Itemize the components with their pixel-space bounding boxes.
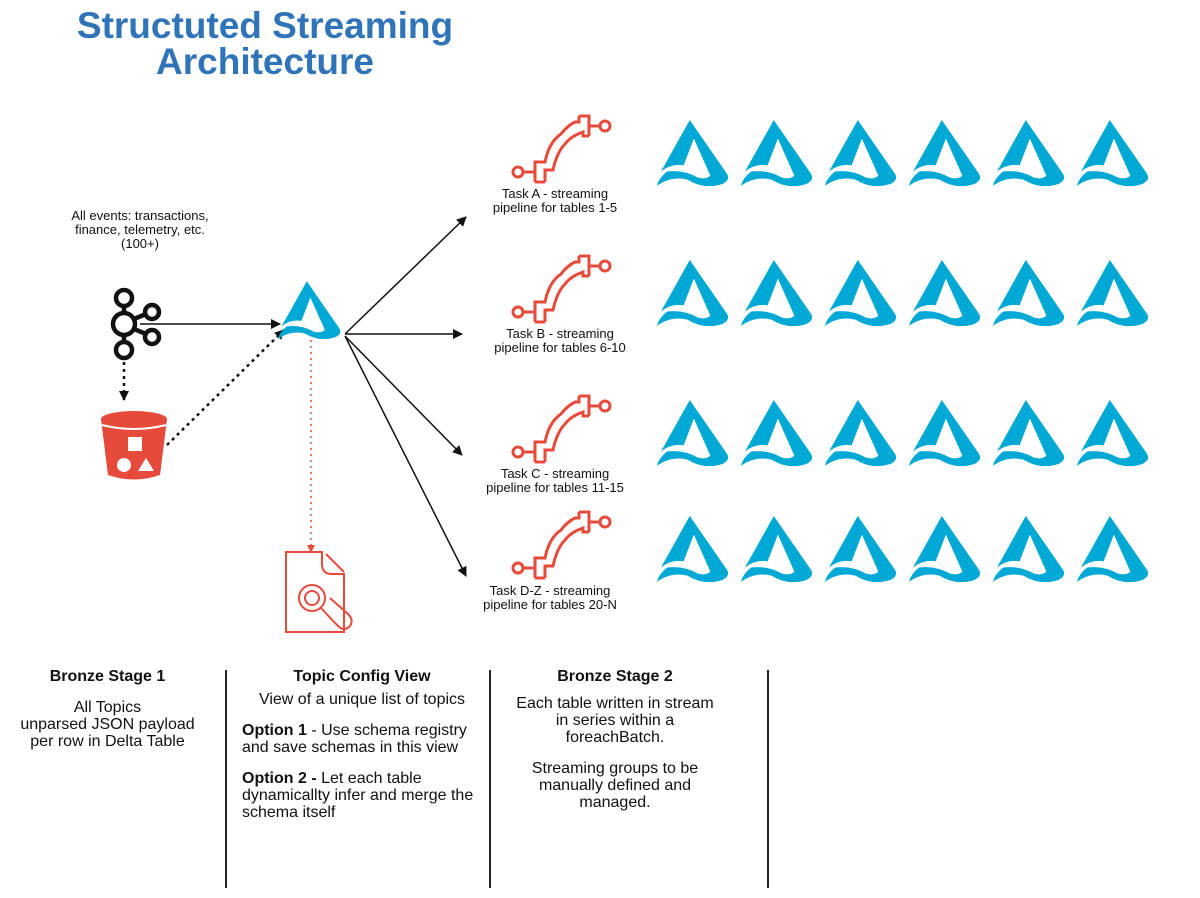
delta-table-icon [908, 260, 981, 327]
delta-table-icon [908, 120, 981, 187]
task-a-label: Task A - streaming pipeline for tables 1… [455, 187, 655, 215]
task-b-label: Task B - streaming pipeline for tables 6… [460, 327, 660, 355]
delta-table-icon [656, 120, 729, 187]
column-bronze-stage-2: Bronze Stage 2 Each table written in str… [510, 668, 720, 825]
column-intro: View of a unique list of topics [258, 691, 466, 708]
task-d-label: Task D-Z - streaming pipeline for tables… [450, 584, 650, 612]
column-topic-config-view: Topic Config View View of a unique list … [242, 668, 482, 835]
column-bronze-stage-1: Bronze Stage 1 All Topics unparsed JSON … [0, 668, 215, 750]
s3-to-delta-arrow [166, 329, 285, 446]
delta-table-icon [740, 516, 813, 583]
pipeline-icon-task-c [511, 394, 612, 464]
delta-table-icon [824, 516, 897, 583]
pipeline-icon-task-d [511, 510, 612, 580]
delta-to-task-d-arrow [344, 335, 467, 577]
delta-table-icon [740, 400, 813, 467]
column-divider [767, 670, 769, 888]
delta-table-icon [824, 260, 897, 327]
task-label-line: Task A - streaming [501, 186, 609, 201]
task-label-line: Task B - streaming [506, 326, 614, 341]
option-2-description: Let each table dynamicallty infer and me… [242, 770, 474, 821]
task-label-line: Task C - streaming [500, 466, 610, 481]
option-1-description: - Use schema registry and save schemas i… [242, 722, 467, 756]
source-label-line: All events: transactions, [71, 208, 209, 223]
delta-table-icon [992, 400, 1065, 467]
column-body-line: All Topics [73, 699, 142, 716]
delta-table-icon [908, 400, 981, 467]
delta-table-icon [656, 516, 729, 583]
column-body-line: unparsed JSON payload [20, 716, 195, 733]
task-label-line: pipeline for tables 6-10 [494, 340, 626, 355]
column-paragraph: Streaming groups to be manually defined … [531, 760, 699, 811]
column-heading: Bronze Stage 1 [49, 668, 166, 685]
option-2-label: Option 2 - [242, 770, 317, 787]
column-paragraph: Each table written in stream in series w… [516, 695, 714, 746]
source-label: All events: transactions, finance, telem… [40, 209, 240, 251]
task-c-label: Task C - streaming pipeline for tables 1… [455, 467, 655, 495]
delta-table-icon [1076, 400, 1149, 467]
column-heading: Bronze Stage 2 [557, 668, 673, 685]
delta-table-icon [992, 516, 1065, 583]
delta-table-icon [1076, 260, 1149, 327]
pipeline-icon-task-b [511, 254, 612, 324]
delta-to-task-a-arrow [344, 216, 467, 335]
delta-table-icon [824, 120, 897, 187]
column-divider [489, 670, 491, 888]
kafka-icon [110, 287, 162, 361]
task-label-line: Task D-Z - streaming [489, 583, 611, 598]
delta-table-icon [824, 400, 897, 467]
task-label-line: pipeline for tables 1-5 [492, 200, 618, 215]
delta-to-task-c-arrow [344, 335, 463, 456]
column-divider [225, 670, 227, 888]
title-line-1: Structuted Streaming [76, 5, 454, 46]
delta-table-icon [1076, 516, 1149, 583]
source-label-line: finance, telemetry, etc. [75, 222, 205, 237]
diagram-title: Structuted Streaming Architecture [40, 5, 490, 82]
column-heading: Topic Config View [293, 668, 431, 685]
s3-bucket-icon [101, 411, 167, 480]
delta-table-icon [1076, 120, 1149, 187]
delta-table-icon [656, 260, 729, 327]
delta-table-icon [740, 260, 813, 327]
task-label-line: pipeline for tables 11-15 [486, 480, 624, 495]
delta-table-icon [992, 120, 1065, 187]
option-2-text: Option 2 - Let each table dynamicallty i… [242, 770, 482, 821]
source-label-line: (100+) [121, 236, 159, 251]
title-line-2: Architecture [156, 41, 374, 82]
document-search-icon [285, 551, 353, 633]
delta-table-icon [992, 260, 1065, 327]
delta-lake-hub-icon [278, 281, 341, 340]
option-1-label: Option 1 [242, 722, 307, 739]
delta-table-icon [908, 516, 981, 583]
task-label-line: pipeline for tables 20-N [483, 597, 617, 612]
delta-table-icon [740, 120, 813, 187]
delta-table-grid [656, 120, 1149, 583]
pipeline-icon-task-a [511, 114, 612, 184]
delta-table-icon [656, 400, 729, 467]
column-body-line: per row in Delta Table [30, 733, 185, 750]
option-1-text: Option 1 - Use schema registry and save … [242, 722, 482, 756]
